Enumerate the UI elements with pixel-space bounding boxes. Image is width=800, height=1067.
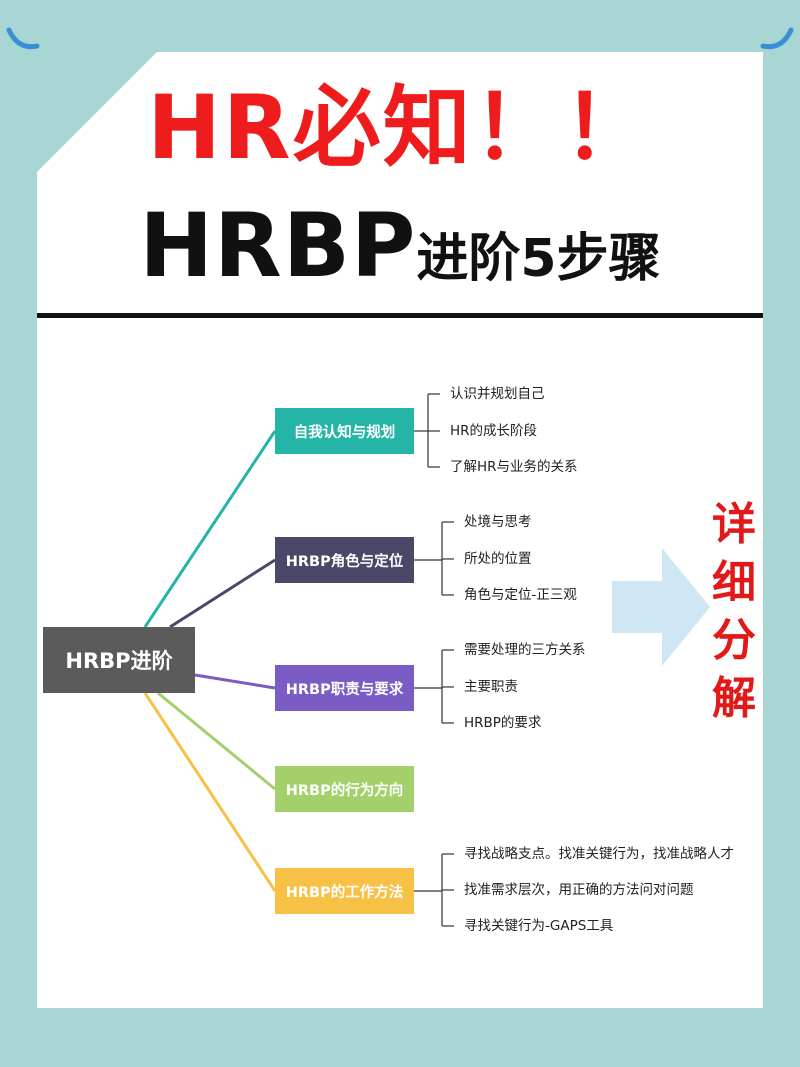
detail-char-4: 解 bbox=[712, 673, 756, 724]
detail-char-2: 细 bbox=[712, 557, 756, 608]
wave-decoration-icon bbox=[6, 27, 40, 50]
branch-connector-1 bbox=[143, 430, 277, 628]
subtitle: HRBP进阶5步骤 bbox=[0, 196, 800, 296]
leaf-5-1: 寻找战略支点。找准关键行为，找准战略人才 bbox=[464, 846, 734, 862]
leaf-1-1: 认识并规划自己 bbox=[450, 386, 545, 402]
divider-line bbox=[37, 313, 763, 318]
branch-connector-5 bbox=[143, 692, 277, 892]
content-card bbox=[37, 52, 763, 1008]
leaf-5-3: 寻找关键行为-GAPS工具 bbox=[464, 918, 614, 934]
leaf-3-1: 需要处理的三方关系 bbox=[464, 642, 586, 658]
headline-title: HR必知！！ bbox=[147, 76, 653, 179]
branch-connector-4 bbox=[157, 691, 276, 791]
right-arrow-icon bbox=[612, 548, 710, 666]
leaf-3-2: 主要职责 bbox=[464, 679, 518, 695]
leaf-1-3: 了解HR与业务的关系 bbox=[450, 459, 578, 475]
detail-char-1: 详 bbox=[712, 499, 756, 550]
root-node: HRBP进阶 bbox=[43, 627, 195, 693]
wave-decoration-icon bbox=[760, 27, 794, 50]
branch-node-5: HRBP的工作方法 bbox=[275, 868, 414, 914]
detail-vertical-label: 详 细 分 解 bbox=[706, 496, 762, 728]
branch-node-2: HRBP角色与定位 bbox=[275, 537, 414, 583]
branch-connector-3 bbox=[194, 673, 276, 690]
leaf-2-1: 处境与思考 bbox=[464, 514, 532, 530]
leaf-5-2: 找准需求层次，用正确的方法问对问题 bbox=[464, 882, 694, 898]
detail-char-3: 分 bbox=[712, 615, 756, 666]
leaf-3-3: HRBP的要求 bbox=[464, 715, 542, 731]
branch-node-3: HRBP职责与要求 bbox=[275, 665, 414, 711]
branch-connector-2 bbox=[169, 558, 276, 629]
subtitle-hrbp: HRBP bbox=[139, 194, 417, 297]
branch-node-4: HRBP的行为方向 bbox=[275, 766, 414, 812]
leaf-2-2: 所处的位置 bbox=[464, 551, 532, 567]
leaf-2-3: 角色与定位-正三观 bbox=[464, 587, 577, 603]
leaf-1-2: HR的成长阶段 bbox=[450, 423, 538, 439]
subtitle-steps: 进阶5步骤 bbox=[416, 229, 661, 289]
branch-node-1: 自我认知与规划 bbox=[275, 408, 414, 454]
